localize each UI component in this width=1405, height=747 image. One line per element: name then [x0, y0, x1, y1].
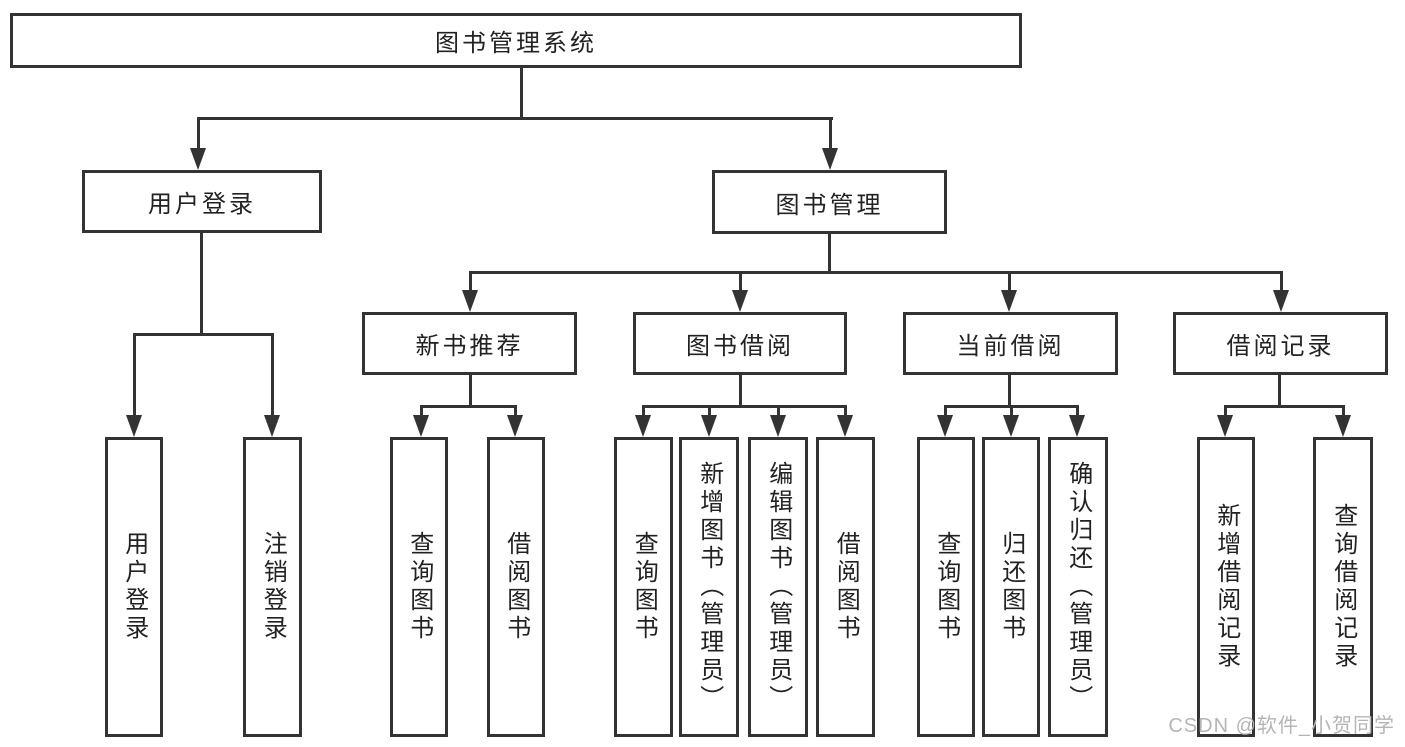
connector-leaf-drop — [1224, 405, 1227, 419]
arrow-down-icon — [1069, 415, 1085, 437]
arrow-down-icon — [635, 415, 651, 437]
connector-leaf-drop — [777, 405, 780, 419]
arrow-down-icon — [264, 415, 280, 437]
leaf-add-books-admin-label: 新增图书（管理员） — [695, 461, 723, 713]
connector-book-borrow-rail — [642, 405, 847, 408]
connector-leaf-drop — [514, 405, 517, 419]
arrow-down-icon — [1335, 415, 1351, 437]
arrow-down-icon — [507, 415, 523, 437]
node-library-system-label: 图书管理系统 — [435, 30, 597, 57]
node-current-borrow-label: 当前借阅 — [956, 333, 1065, 360]
leaf-add-borrow-record-label: 新增借阅记录 — [1212, 503, 1240, 671]
leaf-borrow-books: 借阅图书 — [816, 437, 875, 737]
connector-user-login-stem — [200, 233, 203, 335]
connector-leaf-drop — [844, 405, 847, 419]
node-book-borrow-label: 图书借阅 — [686, 333, 794, 360]
arrow-down-icon — [1273, 290, 1289, 312]
arrow-down-icon — [1001, 290, 1017, 312]
leaf-add-books-admin: 新增图书（管理员） — [679, 437, 739, 737]
leaf-confirm-return-admin-label: 确认归还（管理员） — [1064, 461, 1092, 713]
leaf-edit-books-admin-label: 编辑图书（管理员） — [764, 461, 792, 713]
connector-leaf-drop — [1076, 405, 1079, 419]
connector-user-login-drop — [197, 117, 200, 151]
leaf-edit-books-admin: 编辑图书（管理员） — [748, 437, 808, 737]
leaf-add-borrow-record: 新增借阅记录 — [1197, 437, 1255, 737]
node-book-management-label: 图书管理 — [775, 191, 884, 219]
arrow-down-icon — [822, 148, 838, 170]
arrow-down-icon — [1217, 415, 1233, 437]
leaf-logout: 注销登录 — [243, 437, 302, 737]
connector-user-login-rail — [133, 333, 274, 336]
leaf-user-login: 用户登录 — [105, 437, 163, 737]
leaf-query-books-borrow-label: 查询图书 — [630, 531, 658, 643]
csdn-watermark: CSDN @软件_小贺同学 — [1168, 715, 1395, 737]
arrow-down-icon — [190, 148, 206, 170]
connector-borrow-records-stem — [1278, 375, 1281, 408]
connector-level3-drop — [739, 271, 742, 292]
connector-level3-drop — [1280, 271, 1283, 292]
arrow-down-icon — [770, 415, 786, 437]
connector-level3-drop — [1008, 271, 1011, 292]
leaf-return-books: 归还图书 — [982, 437, 1040, 737]
node-user-login-label: 用户登录 — [148, 191, 256, 218]
leaf-query-books-recommend-label: 查询图书 — [405, 531, 433, 643]
arrow-down-icon — [701, 415, 717, 437]
leaf-query-books-recommend: 查询图书 — [390, 437, 448, 737]
node-library-system: 图书管理系统 — [10, 13, 1022, 68]
connector-book-borrow-stem — [739, 375, 742, 408]
connector-leaf-drop — [271, 333, 274, 417]
leaf-query-books-current: 查询图书 — [917, 437, 975, 737]
node-new-book-recommend-label: 新书推荐 — [415, 333, 524, 360]
leaf-logout-label: 注销登录 — [259, 531, 287, 643]
node-book-borrow: 图书借阅 — [633, 312, 847, 375]
connector-leaf-drop — [642, 405, 645, 419]
node-book-management: 图书管理 — [712, 170, 947, 234]
connector-root-stem — [520, 68, 523, 118]
connector-new-book-stem — [469, 375, 472, 408]
node-borrow-records-label: 借阅记录 — [1226, 333, 1335, 360]
connector-book-mgmt-rail — [469, 271, 1282, 274]
leaf-borrow-books-recommend-label: 借阅图书 — [502, 531, 530, 643]
connector-leaf-drop — [1010, 405, 1013, 419]
connector-leaf-drop — [708, 405, 711, 419]
connector-leaf-drop — [1342, 405, 1345, 419]
leaf-borrow-books-recommend: 借阅图书 — [487, 437, 545, 737]
arrow-down-icon — [1003, 415, 1019, 437]
arrow-down-icon — [126, 415, 142, 437]
connector-new-book-rail — [420, 405, 517, 408]
arrow-down-icon — [837, 415, 853, 437]
leaf-query-books-borrow: 查询图书 — [614, 437, 673, 737]
connector-leaf-drop — [133, 333, 136, 417]
node-borrow-records: 借阅记录 — [1173, 312, 1388, 375]
node-current-borrow: 当前借阅 — [903, 312, 1118, 375]
connector-book-mgmt-drop — [829, 117, 832, 151]
connector-leaf-drop — [420, 405, 423, 419]
connector-current-borrow-stem — [1008, 375, 1011, 408]
leaf-query-books-current-label: 查询图书 — [932, 531, 960, 643]
leaf-return-books-label: 归还图书 — [997, 531, 1025, 643]
connector-borrow-records-rail — [1224, 405, 1345, 408]
connector-leaf-drop — [944, 405, 947, 419]
connector-book-mgmt-stem — [828, 234, 831, 274]
leaf-query-borrow-record-label: 查询借阅记录 — [1329, 503, 1357, 671]
connector-root-rail — [197, 117, 833, 120]
leaf-confirm-return-admin: 确认归还（管理员） — [1048, 437, 1108, 737]
arrow-down-icon — [462, 290, 478, 312]
leaf-query-borrow-record: 查询借阅记录 — [1313, 437, 1373, 737]
node-user-login: 用户登录 — [82, 170, 322, 233]
node-new-book-recommend: 新书推荐 — [362, 312, 577, 375]
arrow-down-icon — [937, 415, 953, 437]
connector-level3-drop — [469, 271, 472, 292]
leaf-user-login-label: 用户登录 — [120, 531, 148, 643]
leaf-borrow-books-label: 借阅图书 — [832, 531, 860, 643]
arrow-down-icon — [413, 415, 429, 437]
arrow-down-icon — [732, 290, 748, 312]
